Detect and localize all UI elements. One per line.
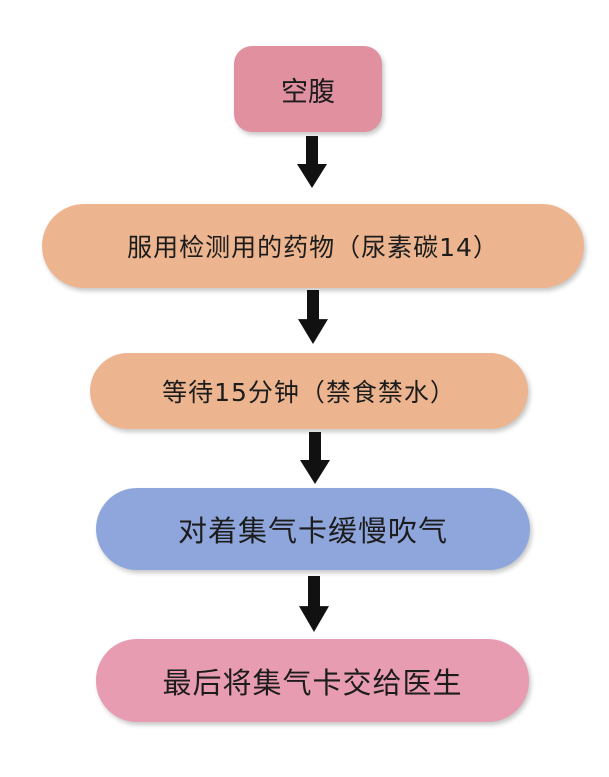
step-label: 服用检测用的药物（尿素碳14） [127, 233, 499, 262]
down-arrow-icon [300, 432, 330, 484]
step-label: 最后将集气卡交给医生 [162, 665, 463, 700]
step-label: 等待15分钟（禁食禁水） [162, 378, 456, 407]
step-fasting: 空腹 [234, 46, 382, 132]
down-arrow-icon [299, 576, 329, 632]
step-take-test-drug: 服用检测用的药物（尿素碳14） [42, 204, 584, 288]
step-label: 对着集气卡缓慢吹气 [177, 514, 448, 548]
down-arrow-icon [297, 136, 327, 188]
step-wait-15-minutes: 等待15分钟（禁食禁水） [90, 353, 528, 429]
down-arrow-icon [298, 290, 328, 344]
step-blow-into-card: 对着集气卡缓慢吹气 [96, 488, 530, 570]
step-give-card-to-doctor: 最后将集气卡交给医生 [96, 639, 529, 722]
step-label: 空腹 [281, 76, 335, 108]
